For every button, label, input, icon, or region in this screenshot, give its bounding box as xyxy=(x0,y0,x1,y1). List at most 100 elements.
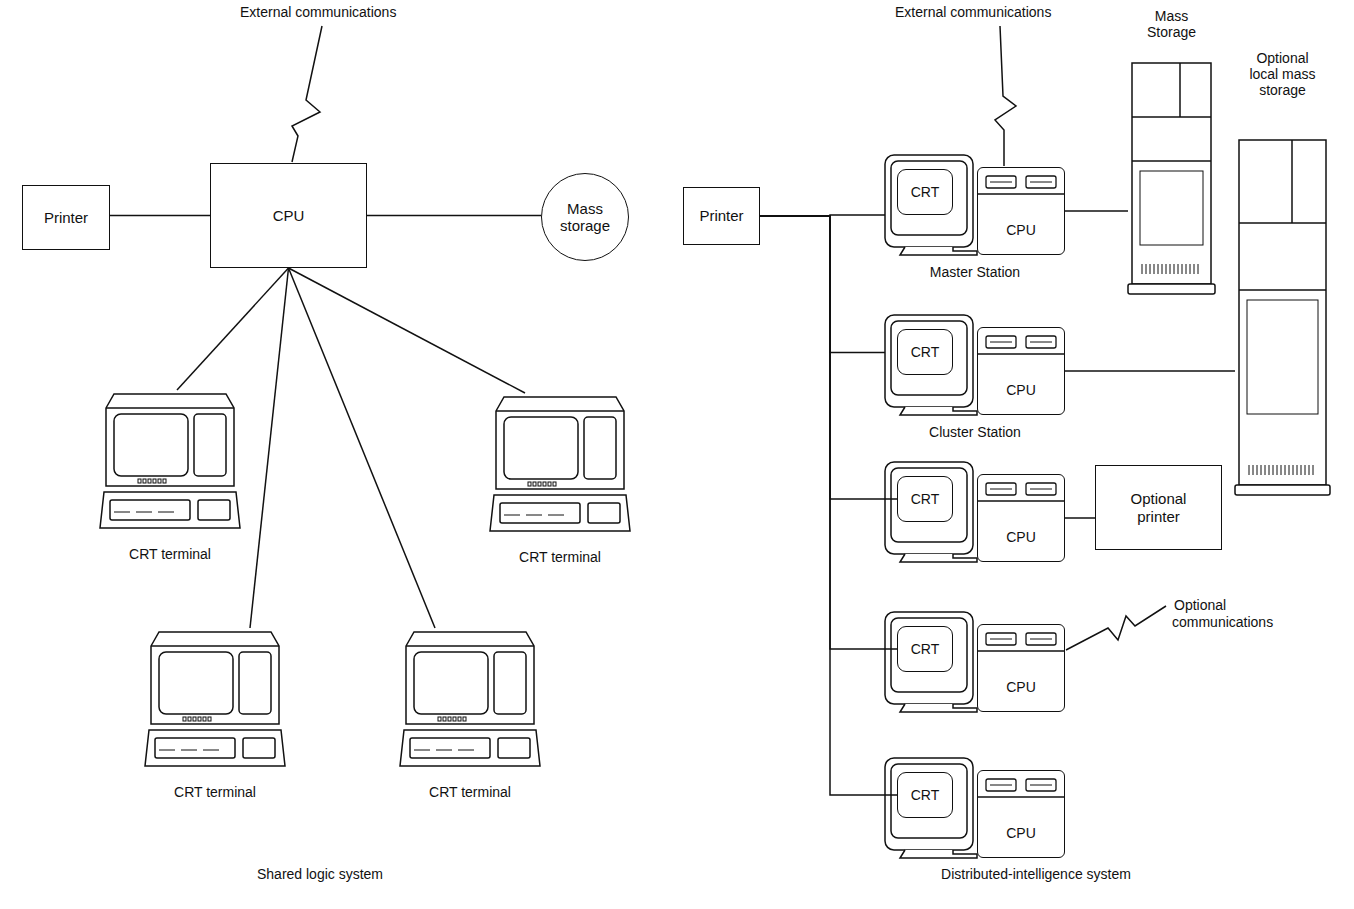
communications-line xyxy=(1066,606,1166,650)
connector-line xyxy=(367,215,541,217)
node-label: CPU xyxy=(1006,382,1036,398)
crt-screen: CRT xyxy=(897,772,953,818)
cabinet-drawing xyxy=(1128,63,1215,294)
node-label: CRT terminal xyxy=(129,546,211,562)
crt-terminal: CRT terminal xyxy=(145,628,285,800)
cabinet-illustration xyxy=(1235,140,1330,497)
node-label: CPU xyxy=(1006,529,1036,545)
cpu-housing-illustration xyxy=(978,477,1064,507)
system-caption: Shared logic system xyxy=(200,866,440,883)
connector-line xyxy=(1065,370,1235,372)
connector-line xyxy=(110,215,210,217)
mass-storage-cabinet: Mass Storage xyxy=(1128,8,1215,296)
cpu-unit: CPU xyxy=(977,167,1065,255)
terminal-drawing xyxy=(400,632,540,766)
storage-circle: Mass storage xyxy=(541,173,629,261)
terminal-drawing xyxy=(145,632,285,766)
connector-line xyxy=(250,268,289,628)
bus-line xyxy=(760,216,897,499)
connector-line xyxy=(289,268,436,628)
node-label: CRT xyxy=(911,184,940,200)
connector-line xyxy=(1065,210,1128,212)
crt-terminal: CRT terminal xyxy=(100,390,240,562)
label-text: External communications xyxy=(238,4,398,20)
cpu-unit: CPU xyxy=(977,474,1065,562)
node-label: CPU xyxy=(273,207,305,224)
node-label: Printer xyxy=(44,209,88,226)
cpu-unit: CPU xyxy=(977,624,1065,712)
node-label: CPU xyxy=(1006,222,1036,238)
cpu-housing-illustration xyxy=(978,627,1064,657)
crt-screen: CRT xyxy=(897,476,953,522)
label-text: Shared logic system xyxy=(255,866,385,882)
cpu-unit: CPU xyxy=(977,770,1065,858)
node-label: Mass storage xyxy=(550,200,620,235)
monitor-outline xyxy=(885,758,977,858)
label-text: Optional communications xyxy=(1172,597,1275,630)
node-label: Printer xyxy=(699,207,743,224)
node-label: CRT xyxy=(911,344,940,360)
label-text: External communications xyxy=(893,4,1053,20)
node-label: Mass Storage xyxy=(1141,8,1203,40)
cpu-unit: CPU xyxy=(977,327,1065,415)
node-label: Cluster Station xyxy=(929,424,1021,440)
cpu-housing-illustration xyxy=(978,330,1064,360)
node-label: CRT terminal xyxy=(429,784,511,800)
bus-line xyxy=(760,216,885,353)
workstation: CRT CPU Master Station xyxy=(885,155,1065,280)
connector-line xyxy=(289,268,526,393)
system-caption: Distributed-intelligence system xyxy=(896,866,1176,883)
crt-screen: CRT xyxy=(897,169,953,215)
connector-line xyxy=(177,268,289,390)
terminal-illustration xyxy=(490,393,630,535)
monitor-outline xyxy=(885,612,977,712)
communications-label: External communications xyxy=(238,4,418,21)
drive-slots xyxy=(978,483,1064,501)
crt-screen: CRT xyxy=(897,329,953,375)
communications-label: Optional communications xyxy=(1172,597,1322,631)
drive-slots xyxy=(978,336,1064,354)
monitor-outline xyxy=(885,315,977,415)
bus-line xyxy=(760,216,897,649)
node-label: CRT terminal xyxy=(519,549,601,565)
node-label: Optional printer xyxy=(1116,490,1202,525)
drive-slots xyxy=(978,176,1064,194)
bus-line xyxy=(760,216,897,795)
process-box: CPU xyxy=(210,163,367,268)
communications-line xyxy=(292,26,322,162)
node-label: Optional local mass storage xyxy=(1247,50,1319,98)
drive-slots xyxy=(978,779,1064,797)
mass-storage-cabinet: Optional local mass storage xyxy=(1235,50,1330,497)
terminal-illustration xyxy=(100,390,240,532)
process-box: Printer xyxy=(683,187,760,245)
process-box: Optional printer xyxy=(1095,465,1222,550)
monitor-outline xyxy=(885,462,977,562)
terminal-drawing xyxy=(100,394,240,528)
label-text: Distributed-intelligence system xyxy=(939,866,1133,882)
connector-line xyxy=(1065,517,1095,519)
node-label: CPU xyxy=(1006,825,1036,841)
node-label: CPU xyxy=(1006,679,1036,695)
crt-terminal: CRT terminal xyxy=(400,628,540,800)
cabinet-illustration xyxy=(1128,63,1215,296)
crt-terminal: CRT terminal xyxy=(490,393,630,565)
workstation: CRT CPU Cluster Station xyxy=(885,315,1065,440)
drive-slots xyxy=(978,633,1064,651)
cabinet-drawing xyxy=(1235,140,1330,495)
terminal-illustration xyxy=(145,628,285,770)
communications-line xyxy=(995,26,1016,166)
cpu-housing-illustration xyxy=(978,773,1064,803)
process-box: Printer xyxy=(22,185,110,250)
node-label: Master Station xyxy=(930,264,1020,280)
monitor-outline xyxy=(885,155,977,255)
node-label: CRT terminal xyxy=(174,784,256,800)
terminal-drawing xyxy=(490,397,630,531)
terminal-illustration xyxy=(400,628,540,770)
communications-label: External communications xyxy=(893,4,1073,21)
crt-screen: CRT xyxy=(897,626,953,672)
node-label: CRT xyxy=(911,641,940,657)
cpu-housing-illustration xyxy=(978,170,1064,200)
node-label: CRT xyxy=(911,491,940,507)
node-label: CRT xyxy=(911,787,940,803)
